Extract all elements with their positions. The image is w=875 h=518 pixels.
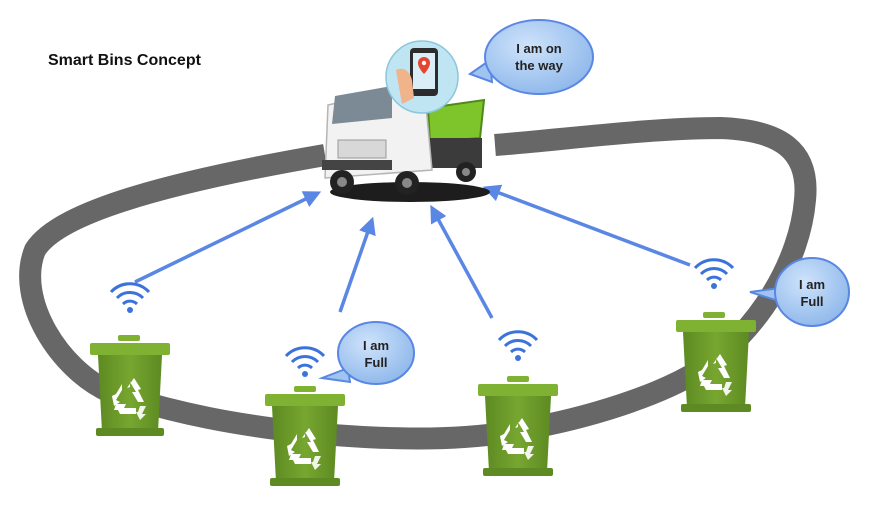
truck-bubble-line1: I am on [516, 41, 562, 56]
bin-2-speech-bubble [318, 321, 415, 385]
smart-bin-3 [478, 330, 558, 476]
truck-speech-bubble [467, 19, 594, 95]
wifi-icon [109, 282, 151, 315]
bin-4-bubble-line2: Full [800, 294, 824, 309]
wifi-icon [693, 258, 735, 291]
bin-2-bubble-text: I am Full [346, 337, 406, 371]
signal-arrow-bin1 [134, 191, 322, 284]
bin-4-speech-bubble [749, 257, 850, 327]
wifi-icon [497, 330, 539, 363]
smart-bin-2 [265, 346, 345, 486]
signal-arrow-bin4 [482, 184, 691, 267]
bin-4-bubble-line1: I am [798, 277, 825, 292]
bin-2-bubble-line1: I am [362, 338, 389, 353]
wifi-icon [284, 346, 326, 379]
smart-bin-4 [676, 258, 756, 412]
smartphone-map-icon [385, 40, 459, 114]
bin-2-bubble-line2: Full [364, 355, 388, 370]
diagram-title: Smart Bins Concept [48, 52, 201, 69]
signal-arrow-bin2 [338, 216, 376, 313]
truck-bubble-text: I am on the way [499, 40, 579, 74]
smart-bin-1 [90, 282, 170, 436]
garbage-truck [322, 86, 490, 202]
signal-arrow-bin3 [430, 204, 494, 319]
truck-bubble-line2: the way [515, 58, 563, 73]
bin-4-bubble-text: I am Full [782, 276, 842, 310]
